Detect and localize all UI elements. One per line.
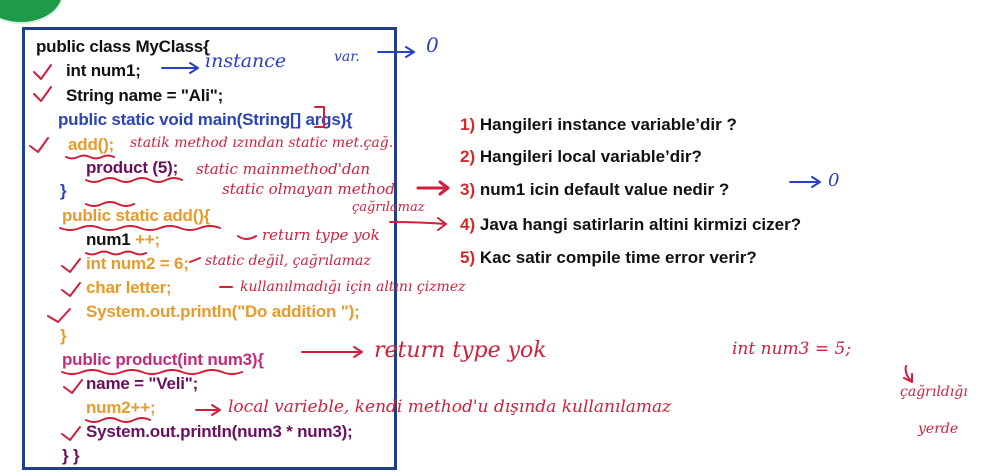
note-kullanilmadigi: kullanılmadığı için altını çizmez <box>240 279 466 295</box>
code-line-println-add: System.out.println("Do addition "); <box>86 302 360 321</box>
code-line-product-decl: public product(int num3){ <box>62 350 264 369</box>
num1-op: ++; <box>135 230 160 249</box>
num1-var: num1 <box>86 230 131 249</box>
note-static-call: statik method ızından static met.çağ. <box>130 135 394 151</box>
code-line-letter: char letter; <box>86 278 172 297</box>
logo <box>0 0 64 24</box>
note-yerde: yerde <box>918 421 959 437</box>
arrow-q3-red <box>416 180 450 196</box>
code-line-num2: int num2 = 6; <box>86 254 189 273</box>
code-line-num1-increment: num1 ++; <box>86 230 160 250</box>
note-var: var. <box>334 49 360 65</box>
code-line-name: String name = "Ali"; <box>66 86 224 105</box>
note-cagrildigi: çağrıldığı <box>900 384 968 400</box>
note-static-main1: static mainmethod'dan <box>196 160 371 178</box>
note-static-degil: static değil, çağrılamaz <box>205 253 371 269</box>
code-line-close-all: } } <box>62 446 80 465</box>
arrow-cagrildigi <box>903 365 913 383</box>
question-5: 5) Kac satir compile time error verir? <box>460 248 757 267</box>
code-line-close-main: } <box>60 181 67 200</box>
note-return-type-yok2: return type yok <box>374 338 547 363</box>
code-line-add-decl: public static add(){ <box>62 206 211 225</box>
note-return-type-yok1: return type yok <box>262 226 380 244</box>
question-2: 2) Hangileri local variable’dir? <box>460 147 702 166</box>
code-line-num1: int num1; <box>66 61 141 80</box>
code-box <box>22 27 397 470</box>
code-line-num2-increment: num2++; <box>86 398 156 417</box>
arrow-q4 <box>389 217 447 231</box>
note-zero-q3: 0 <box>828 170 840 191</box>
note-local-variable: local varieble, kendi method'u dışında k… <box>228 397 672 417</box>
code-line-product-call: product (5); <box>86 158 179 177</box>
note-static-main2: static olmayan method <box>222 180 395 198</box>
note-int-num3: int num3 = 5; <box>732 339 852 359</box>
code-line-println-product: System.out.println(num3 * num3); <box>86 422 353 441</box>
note-instance: instance <box>205 50 287 72</box>
question-4: 4) Java hangi satirlarin altini kirmizi … <box>460 215 802 234</box>
question-1: 1) Hangileri instance variable’dir ? <box>460 115 737 134</box>
code-line-class: public class MyClass{ <box>36 37 210 56</box>
code-line-close-add: } <box>60 326 67 345</box>
question-3: 3) num1 icin default value nedir ? <box>460 180 730 199</box>
arrow-q3-blue <box>789 176 821 188</box>
note-static-main3: çağrılamaz <box>352 200 425 215</box>
code-line-main: public static void main(String[] args){ <box>58 110 353 129</box>
code-line-name-assign: name = "Veli"; <box>86 374 199 393</box>
code-line-add-call: add(); <box>68 135 115 154</box>
note-zero-top: 0 <box>426 33 439 57</box>
